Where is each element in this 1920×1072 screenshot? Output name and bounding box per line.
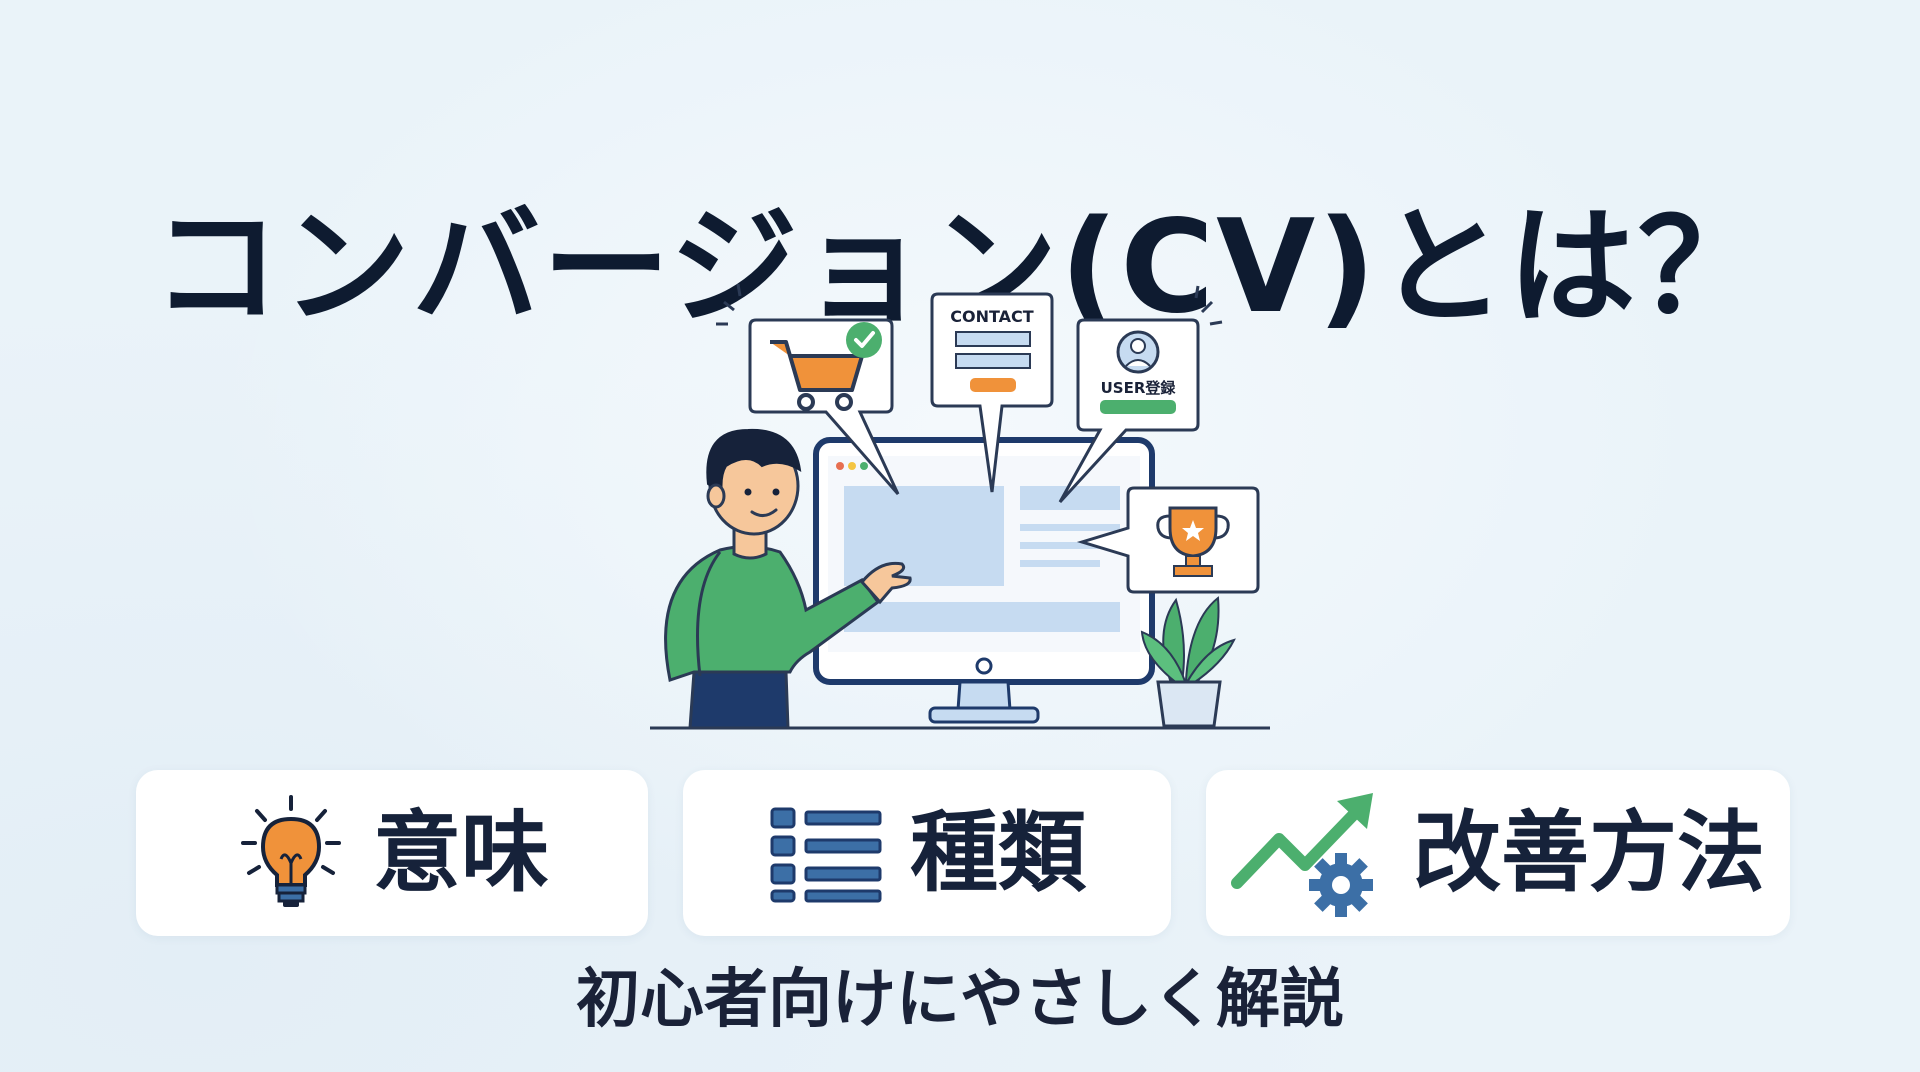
contact-label: CONTACT (950, 307, 1034, 326)
user-registration-bubble: USER登録 (1058, 285, 1223, 504)
conversion-illustration: CONTACT USER登録 (650, 283, 1270, 730)
contact-form-bubble: CONTACT (930, 292, 1054, 493)
lightbulb-icon (240, 795, 341, 907)
trophy-bubble (1076, 486, 1260, 594)
card-label-meaning: 意味 (372, 801, 549, 904)
card-types[interactable]: 種類 (683, 770, 1171, 936)
growth-chart-gear-icon (1230, 793, 1373, 917)
page-subtitle: 初心者向けにやさしく解説 (576, 963, 1344, 1037)
card-meaning[interactable]: 意味 (136, 770, 648, 936)
list-icon (770, 807, 882, 903)
monitor (813, 437, 1155, 724)
card-label-improvement: 改善方法 (1412, 801, 1765, 904)
person (664, 428, 912, 730)
check-badge-icon (846, 322, 882, 358)
card-improvement[interactable]: 改善方法 (1206, 770, 1790, 936)
plant (1140, 596, 1236, 728)
card-label-types: 種類 (909, 801, 1086, 904)
cart-bubble (716, 283, 900, 495)
user-registration-label: USER登録 (1101, 379, 1177, 397)
